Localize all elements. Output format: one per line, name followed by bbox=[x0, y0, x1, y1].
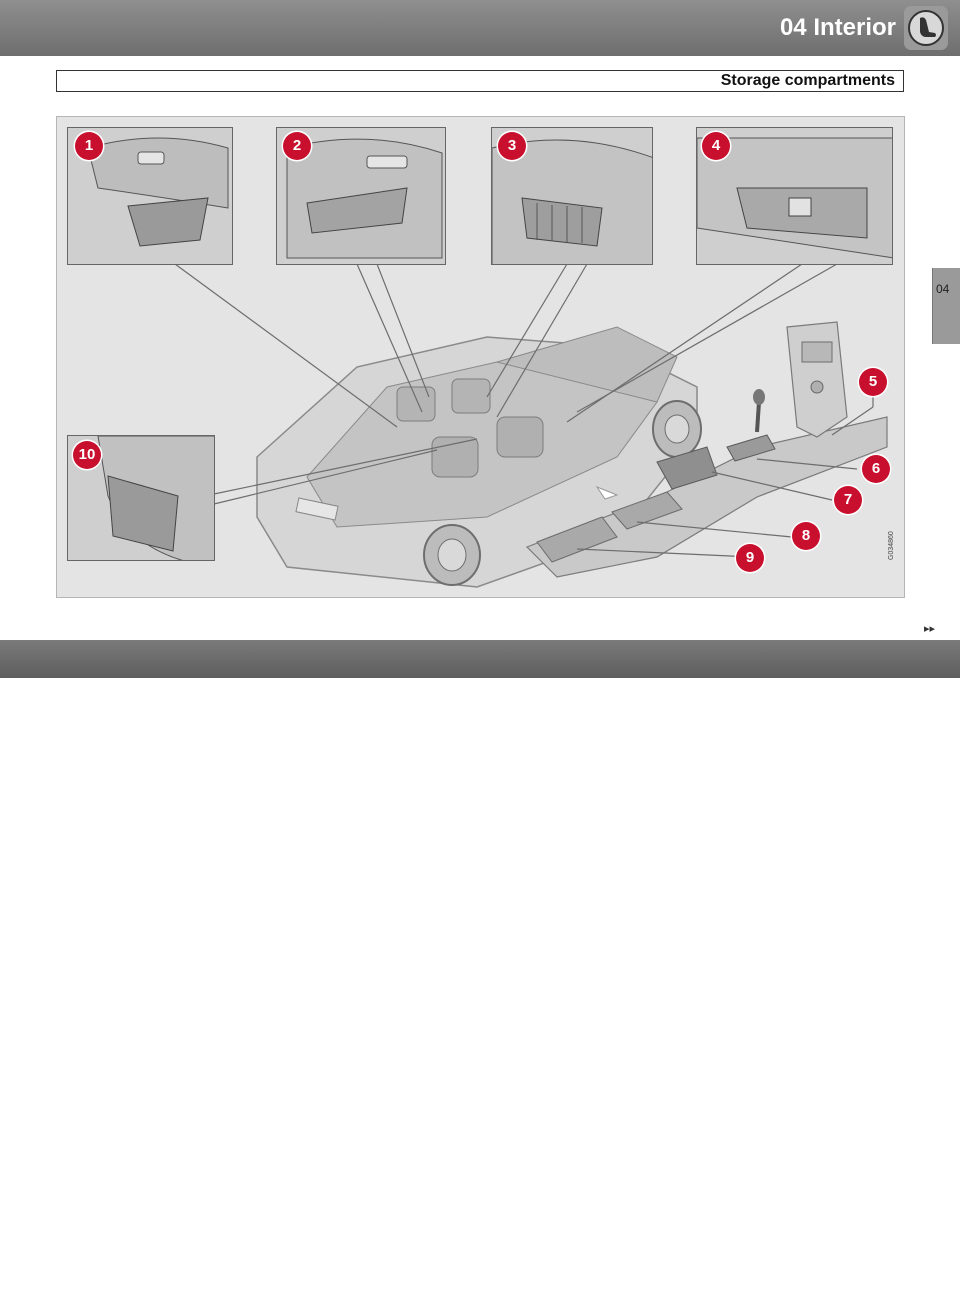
car-illustration bbox=[174, 263, 888, 588]
top-header-bar: 04 Interior bbox=[0, 0, 960, 56]
glovebox-drawing bbox=[697, 137, 892, 259]
callout-2: 2 bbox=[283, 132, 311, 160]
callout-3: 3 bbox=[498, 132, 526, 160]
callout-6: 6 bbox=[862, 455, 890, 483]
storage-compartments-figure: 1 2 3 4 5 6 7 8 9 10 bbox=[56, 116, 905, 598]
callout-9: 9 bbox=[736, 544, 764, 572]
seatback-pocket-drawing bbox=[492, 139, 652, 264]
inset-door-pocket-front bbox=[67, 127, 233, 265]
chapter-title: 04 Interior bbox=[779, 14, 896, 41]
inset-glovebox bbox=[696, 127, 893, 265]
inset-armrest-pocket bbox=[67, 435, 215, 561]
figure-code: G034860 bbox=[888, 531, 895, 560]
page-number: 13 bbox=[923, 1284, 946, 1306]
section-title: Storage compartments bbox=[720, 72, 895, 89]
callout-1: 1 bbox=[75, 132, 103, 160]
section-title-bar: Storage compartments bbox=[56, 70, 904, 92]
watermark-text: carmanualsonline.info bbox=[360, 1286, 575, 1311]
inset-seatback-pocket bbox=[491, 127, 653, 265]
callout-10: 10 bbox=[73, 441, 101, 469]
callout-4: 4 bbox=[702, 132, 730, 160]
armrest-pocket-drawing bbox=[97, 436, 214, 560]
door-panel-drawing bbox=[286, 138, 443, 259]
callout-7: 7 bbox=[834, 486, 862, 514]
seat-icon bbox=[904, 6, 948, 50]
callout-8: 8 bbox=[792, 522, 820, 550]
next-page-marker: ▸▸ bbox=[924, 623, 936, 635]
door-pocket-drawing bbox=[87, 137, 229, 247]
chapter-side-tab-label: 04 bbox=[936, 282, 950, 296]
bottom-footer-bar: carmanualsonline.info 13 bbox=[0, 640, 960, 1311]
callout-5: 5 bbox=[859, 368, 887, 396]
chapter-side-tab[interactable] bbox=[932, 268, 960, 344]
